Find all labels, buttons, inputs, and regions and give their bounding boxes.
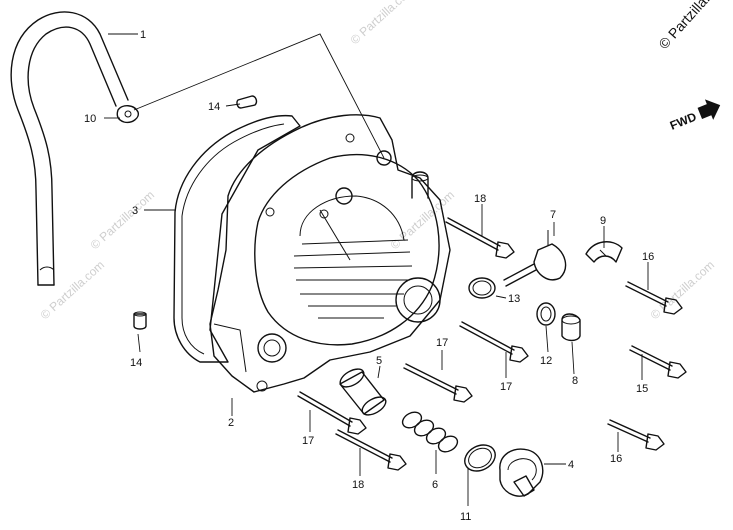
callout-7: 7 xyxy=(550,209,556,221)
watermark-corner: © Partzilla.com xyxy=(655,0,730,52)
gauge-clip xyxy=(585,241,623,263)
oil-level-gauge xyxy=(503,230,567,287)
callout-15: 15 xyxy=(636,383,648,395)
callout-17-right: 17 xyxy=(500,381,512,393)
filter-spring xyxy=(401,411,459,453)
dowel-pin-left xyxy=(133,311,147,330)
bolt-17-mid xyxy=(459,321,529,363)
callout-18-top: 18 xyxy=(474,193,486,205)
hose-clip xyxy=(116,105,139,124)
watermark-tile: © Partzilla.com xyxy=(348,0,417,47)
callout-5: 5 xyxy=(376,355,382,367)
o-ring-small xyxy=(468,277,496,299)
callout-4: 4 xyxy=(568,459,574,471)
callout-17-mid: 17 xyxy=(436,337,448,349)
oil-filter xyxy=(339,368,387,416)
callout-9: 9 xyxy=(600,215,606,227)
callout-13: 13 xyxy=(508,293,520,305)
crankcase-cover xyxy=(209,114,451,393)
filter-cap xyxy=(499,448,544,497)
callout-16-bottom: 16 xyxy=(610,453,622,465)
forward-arrow-icon: FWD xyxy=(668,99,721,133)
drain-plug xyxy=(561,313,581,342)
callout-17-left: 17 xyxy=(302,435,314,447)
callout-6: 6 xyxy=(432,479,438,491)
callout-14-left: 14 xyxy=(130,357,142,369)
callout-8: 8 xyxy=(572,375,578,387)
watermark-tile: © Partzilla.com xyxy=(88,188,157,253)
watermark-tile: © Partzilla.com xyxy=(648,258,717,323)
bolt-15 xyxy=(629,345,687,379)
bolt-17-left xyxy=(297,391,367,435)
cover-gasket xyxy=(173,114,301,363)
callout-10: 10 xyxy=(84,113,96,125)
bolt-18-top xyxy=(445,217,515,259)
o-ring-large xyxy=(464,444,496,472)
callout-14-top: 14 xyxy=(208,101,220,113)
callout-12: 12 xyxy=(540,355,552,367)
bolt-16-bottom xyxy=(607,419,665,451)
callout-2: 2 xyxy=(228,417,234,429)
callout-3: 3 xyxy=(132,205,138,217)
watermark-tile: © Partzilla.com xyxy=(388,188,457,253)
bolt-17-lower xyxy=(403,363,473,403)
breather-hose xyxy=(10,11,129,286)
dowel-pin-top xyxy=(236,95,258,109)
bolt-16-top xyxy=(625,281,683,315)
callout-16-top: 16 xyxy=(642,251,654,263)
bolt-18-bottom xyxy=(335,429,407,471)
fwd-label: FWD xyxy=(668,109,699,132)
leader-lines xyxy=(104,33,649,506)
sealing-washer xyxy=(536,302,556,326)
callout-11: 11 xyxy=(460,511,471,523)
callout-1: 1 xyxy=(140,29,146,41)
callout-18-bottom: 18 xyxy=(352,479,364,491)
